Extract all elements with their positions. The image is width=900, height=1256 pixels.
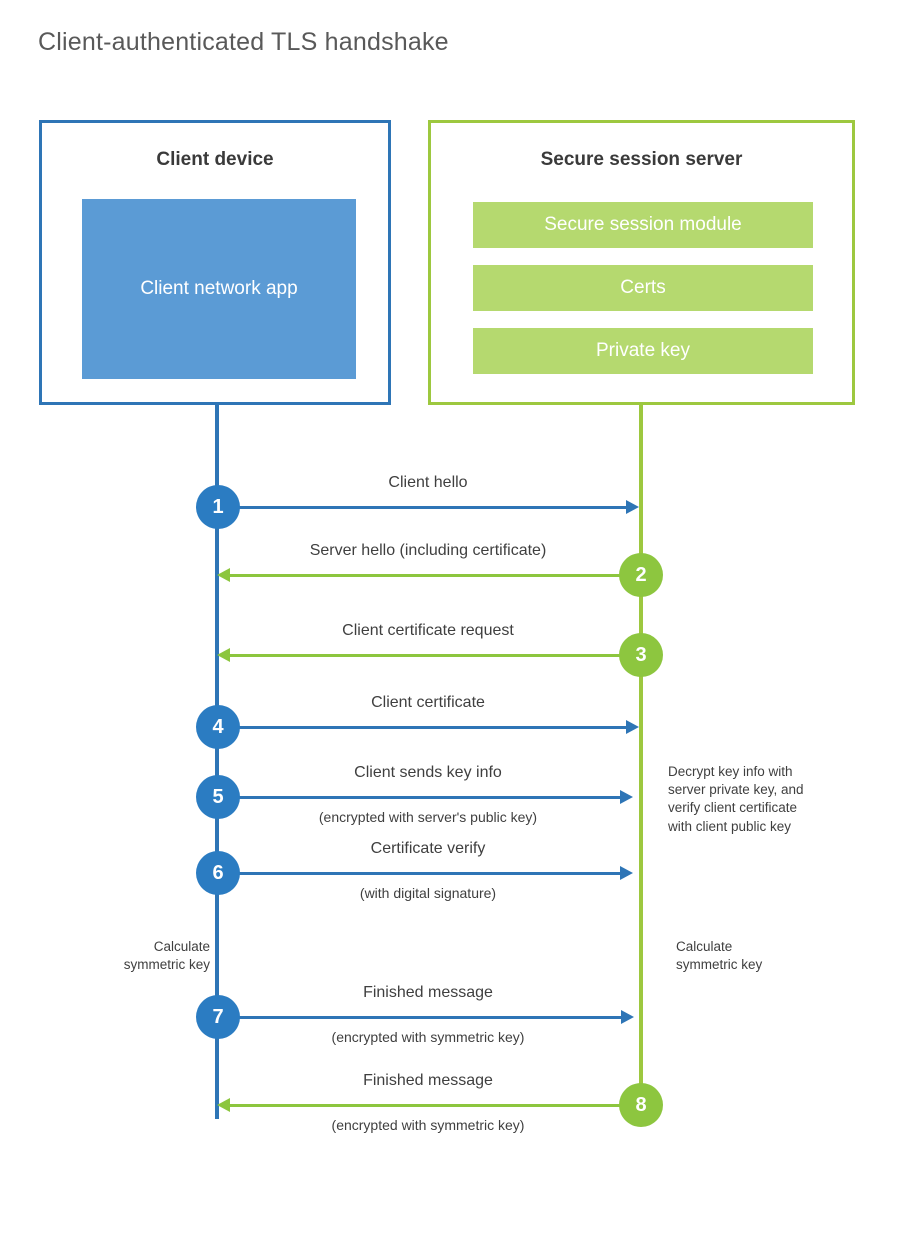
arrow-shaft-2 xyxy=(230,574,641,577)
step-circle-8[interactable]: 8 xyxy=(619,1083,663,1127)
step-circle-5[interactable]: 5 xyxy=(196,775,240,819)
message-label-7: Finished message xyxy=(363,984,493,1001)
arrow-head-5 xyxy=(620,790,633,804)
arrow-head-1 xyxy=(626,500,639,514)
server-lifeline xyxy=(639,403,643,1105)
step-circle-4[interactable]: 4 xyxy=(196,705,240,749)
client-device-title: Client device xyxy=(156,149,274,170)
arrow-head-8 xyxy=(217,1098,230,1112)
client-calculate-symmetric-key-note: Calculate symmetric key xyxy=(123,939,210,973)
message-label-8: Finished message xyxy=(363,1072,493,1089)
arrow-shaft-6 xyxy=(217,872,620,875)
client-lifeline xyxy=(215,403,219,1119)
server-component-certs: Certs xyxy=(473,265,813,311)
server-component-secure-session-module: Secure session module xyxy=(473,202,813,248)
message-label-4: Client certificate xyxy=(371,694,485,711)
arrow-shaft-3 xyxy=(230,654,641,657)
step-circle-1[interactable]: 1 xyxy=(196,485,240,529)
message-label-2: Server hello (including certificate) xyxy=(309,542,547,559)
arrow-head-3 xyxy=(217,648,230,662)
message-sublabel-7: (encrypted with symmetric key) xyxy=(331,1029,525,1045)
message-label-5: Client sends key info xyxy=(354,764,502,781)
arrow-shaft-8 xyxy=(230,1104,641,1107)
secure-session-server-title: Secure session server xyxy=(540,149,743,170)
page-title: Client-authenticated TLS handshake xyxy=(38,28,449,56)
arrow-shaft-4 xyxy=(217,726,626,729)
message-label-1: Client hello xyxy=(388,474,468,491)
message-sublabel-5: (encrypted with server's public key) xyxy=(318,809,538,825)
arrow-shaft-5 xyxy=(217,796,620,799)
message-label-6: Certificate verify xyxy=(370,840,486,857)
client-device-box: Client device Client network app xyxy=(39,120,391,405)
server-calculate-symmetric-key-note: Calculate symmetric key xyxy=(676,939,763,973)
message-label-3: Client certificate request xyxy=(342,622,514,639)
arrow-head-7 xyxy=(621,1010,634,1024)
client-network-app-block: Client network app xyxy=(82,199,356,379)
message-sublabel-8: (encrypted with symmetric key) xyxy=(331,1117,525,1133)
arrow-head-4 xyxy=(626,720,639,734)
step-circle-7[interactable]: 7 xyxy=(196,995,240,1039)
secure-session-server-box: Secure session server Secure session mod… xyxy=(428,120,855,405)
step-circle-2[interactable]: 2 xyxy=(619,553,663,597)
server-decrypt-note: Decrypt key info with server private key… xyxy=(668,764,804,834)
server-component-private-key: Private key xyxy=(473,328,813,374)
step-circle-3[interactable]: 3 xyxy=(619,633,663,677)
arrow-head-2 xyxy=(217,568,230,582)
message-sublabel-6: (with digital signature) xyxy=(359,885,497,901)
step-circle-6[interactable]: 6 xyxy=(196,851,240,895)
arrow-shaft-1 xyxy=(217,506,626,509)
arrow-shaft-7 xyxy=(217,1016,621,1019)
arrow-head-6 xyxy=(620,866,633,880)
